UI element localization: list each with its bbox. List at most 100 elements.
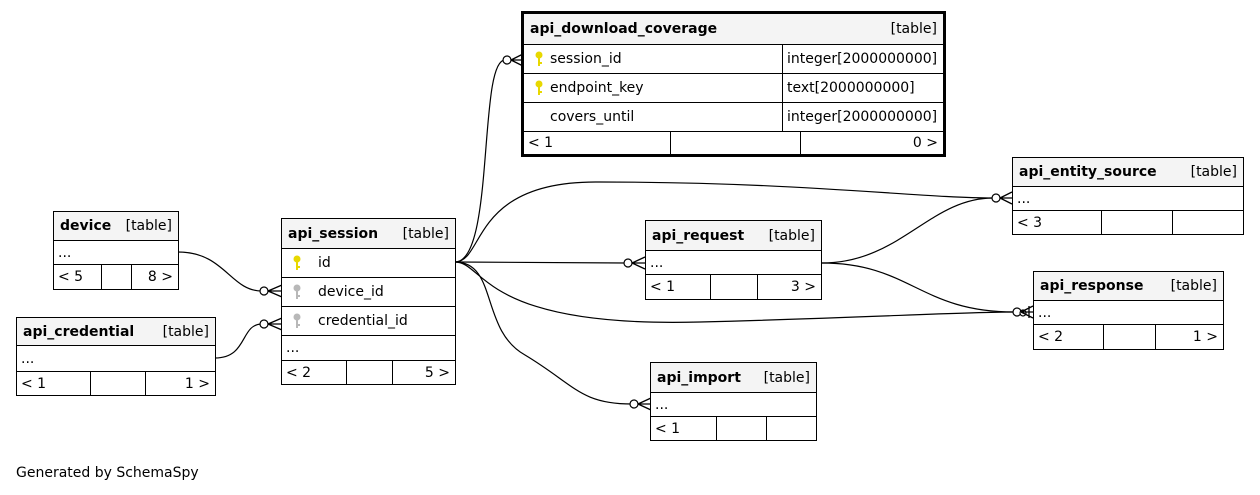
table-name: device: [60, 218, 112, 234]
edge-device-session: [177, 251, 263, 292]
more-columns: ...: [17, 346, 215, 372]
table-header: api_request [table]: [646, 221, 821, 251]
table-header: api_entity_source [table]: [1013, 158, 1243, 187]
column-type: text[2000000000]: [787, 80, 915, 96]
more-columns: ...: [1013, 187, 1243, 211]
child-count: [767, 417, 816, 440]
more-columns: ...: [651, 393, 816, 417]
table-api-request[interactable]: api_request [table] ... < 1 3 >: [645, 220, 822, 300]
table-footer: < 3: [1013, 211, 1243, 234]
table-name: api_download_coverage: [530, 21, 718, 37]
edge-request-entity-source: [821, 197, 994, 264]
table-device[interactable]: device [table] ... < 5 8 >: [53, 211, 179, 290]
column-row[interactable]: endpoint_key text[2000000000]: [524, 74, 943, 103]
key-icon: [293, 313, 301, 328]
crowfoot-marker: [267, 317, 283, 331]
key-icon: [535, 80, 543, 95]
table-name: api_entity_source: [1019, 164, 1157, 180]
table-header: api_credential [table]: [17, 318, 215, 346]
table-header: api_import [table]: [651, 363, 816, 393]
more-columns: ...: [54, 241, 178, 265]
parent-count: < 2: [1034, 325, 1104, 349]
column-type: integer[2000000000]: [787, 51, 938, 67]
column-row[interactable]: credential_id: [282, 307, 455, 336]
generated-by-label: Generated by SchemaSpy: [16, 465, 199, 481]
column-count: [1102, 211, 1173, 234]
table-footer: < 5 8 >: [54, 265, 178, 289]
crowfoot-marker: [267, 284, 283, 298]
edge-session-import: [454, 261, 633, 405]
table-footer: < 2 1 >: [1034, 325, 1223, 349]
table-kind: [table]: [125, 218, 172, 234]
column-row[interactable]: covers_until integer[2000000000]: [524, 103, 943, 132]
column-row[interactable]: id: [282, 249, 455, 278]
key-icon: [535, 51, 543, 66]
crowfoot-marker: [637, 397, 652, 411]
table-api-response[interactable]: api_response [table] ... < 2 1 >: [1033, 271, 1224, 350]
edge-session-entity-source: [454, 181, 994, 263]
child-count: 1 >: [184, 375, 210, 392]
column-name: covers_until: [550, 109, 635, 125]
table-footer: < 1 0 >: [524, 132, 943, 154]
column-count: [717, 417, 767, 440]
parent-count: < 1: [646, 275, 711, 299]
column-count: [1104, 325, 1156, 349]
child-count: 0 >: [912, 135, 938, 151]
optional-marker: [629, 399, 639, 409]
table-api-entity-source[interactable]: api_entity_source [table] ... < 3: [1012, 157, 1244, 235]
table-api-session[interactable]: api_session [table] id device_id credent…: [281, 218, 456, 385]
table-footer: < 1 1 >: [17, 372, 215, 395]
parent-count: < 1: [17, 372, 91, 395]
column-row[interactable]: device_id: [282, 278, 455, 307]
child-count: 3 >: [790, 279, 816, 295]
column-count: [347, 361, 393, 384]
column-count: [91, 372, 146, 395]
more-columns: ...: [282, 336, 455, 361]
table-footer: < 1: [651, 417, 816, 440]
edge-session-request: [454, 261, 627, 264]
table-api-import[interactable]: api_import [table] ... < 1: [650, 362, 817, 441]
child-count: 1 >: [1192, 329, 1218, 345]
optional-marker: [502, 55, 512, 65]
child-count: [1173, 211, 1243, 234]
column-row[interactable]: session_id integer[2000000000]: [524, 45, 943, 74]
table-header: api_response [table]: [1034, 272, 1223, 301]
column-count: [711, 275, 758, 299]
crowfoot-marker: [631, 256, 646, 270]
optional-marker: [623, 258, 633, 268]
parent-count: < 1: [524, 132, 671, 154]
parent-count: < 5: [54, 265, 102, 289]
table-kind: [table]: [1190, 164, 1237, 180]
table-name: api_session: [288, 225, 379, 242]
table-header: api_download_coverage [table]: [524, 14, 943, 45]
column-name: endpoint_key: [550, 80, 644, 96]
column-name: device_id: [318, 284, 384, 300]
column-count: [671, 132, 801, 154]
table-header: device [table]: [54, 212, 178, 241]
table-name: api_response: [1040, 278, 1144, 294]
column-count: [102, 265, 132, 289]
table-api-credential[interactable]: api_credential [table] ... < 1 1 >: [16, 317, 216, 396]
column-type: integer[2000000000]: [787, 109, 938, 125]
table-kind: [table]: [1170, 278, 1217, 294]
key-icon: [293, 284, 301, 299]
crowfoot-marker: [1020, 305, 1034, 319]
optional-marker: [259, 286, 269, 296]
edge-credential-session: [214, 323, 263, 359]
edge-request-response: [821, 262, 1015, 313]
child-count: 5 >: [424, 364, 450, 381]
column-name: session_id: [550, 51, 622, 67]
crowfoot-marker: [999, 191, 1013, 205]
table-name: api_import: [657, 369, 741, 386]
table-header: api_session [table]: [282, 219, 455, 249]
table-kind: [table]: [763, 369, 810, 386]
parent-count: < 3: [1013, 211, 1102, 234]
table-name: api_credential: [23, 323, 135, 340]
edge-session-coverage: [454, 59, 506, 263]
table-api-download-coverage[interactable]: api_download_coverage [table] session_id…: [521, 11, 946, 157]
table-kind: [table]: [890, 21, 937, 37]
more-columns: ...: [646, 251, 821, 275]
table-kind: [table]: [402, 225, 449, 242]
more-columns: ...: [1034, 301, 1223, 325]
